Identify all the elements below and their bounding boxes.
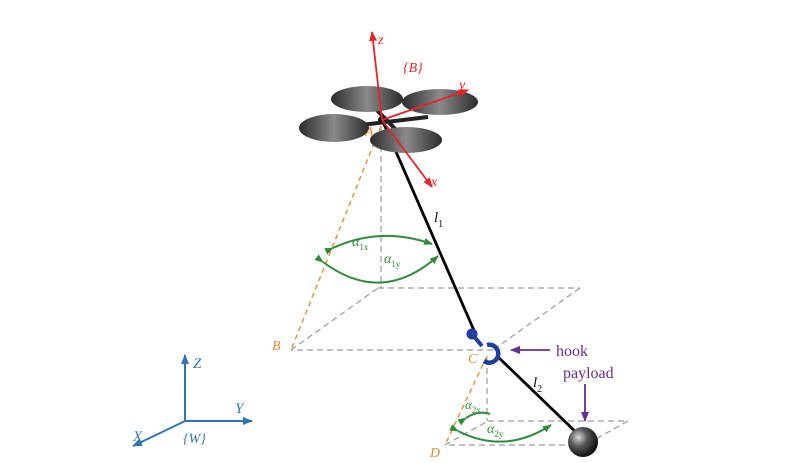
point-C-label: C: [468, 352, 478, 367]
upper-reference-plane: [290, 126, 581, 351]
world-x-axis: [132, 420, 186, 447]
angle-alpha1y-arc: [314, 254, 439, 284]
cable-l2-label: l2: [533, 375, 542, 395]
angle-alpha1y-label: α1y: [384, 252, 401, 269]
angle-alpha2x-label: α2x: [465, 397, 481, 415]
world-y-label: Y: [235, 401, 245, 417]
angle-alpha2y-label: α2y: [487, 422, 504, 439]
rotor-front-left: [299, 114, 369, 142]
projection-lines: [290, 125, 488, 446]
rotor-front-right: [370, 127, 442, 153]
body-frame-label: {B}: [403, 61, 423, 76]
cable-l1-label: l1: [434, 210, 443, 230]
hook-annotation: hook: [556, 343, 588, 360]
body-frame-axes: [369, 31, 469, 188]
angle-alpha2y-arc: [449, 424, 552, 443]
point-B-label: B: [272, 339, 281, 354]
body-x-axis: [381, 119, 433, 188]
angle-alpha1x-arc: [324, 234, 433, 255]
angle-alpha1x-label: α1x: [352, 235, 369, 252]
cable-l1: [381, 121, 478, 336]
body-y-label: y: [457, 78, 466, 93]
payload-ball: [568, 427, 598, 457]
angle-alpha2x-arc: [457, 411, 491, 426]
body-x-label: x: [430, 175, 438, 190]
hook: [466, 328, 501, 365]
point-D-label: D: [429, 446, 440, 461]
body-z-label: z: [377, 33, 384, 48]
body-z-axis: [369, 31, 383, 121]
world-x-label: X: [132, 429, 143, 445]
body-y-axis: [381, 89, 469, 121]
world-z-label: Z: [193, 356, 202, 372]
cable-l2: [496, 354, 582, 439]
rotor-back-left: [331, 86, 403, 112]
rotor-back-right: [402, 89, 478, 115]
world-frame-label: {W}: [183, 432, 206, 447]
point-A-label: A: [364, 125, 374, 140]
world-frame-axes: [132, 354, 253, 447]
payload-annotation: payload: [563, 365, 614, 382]
